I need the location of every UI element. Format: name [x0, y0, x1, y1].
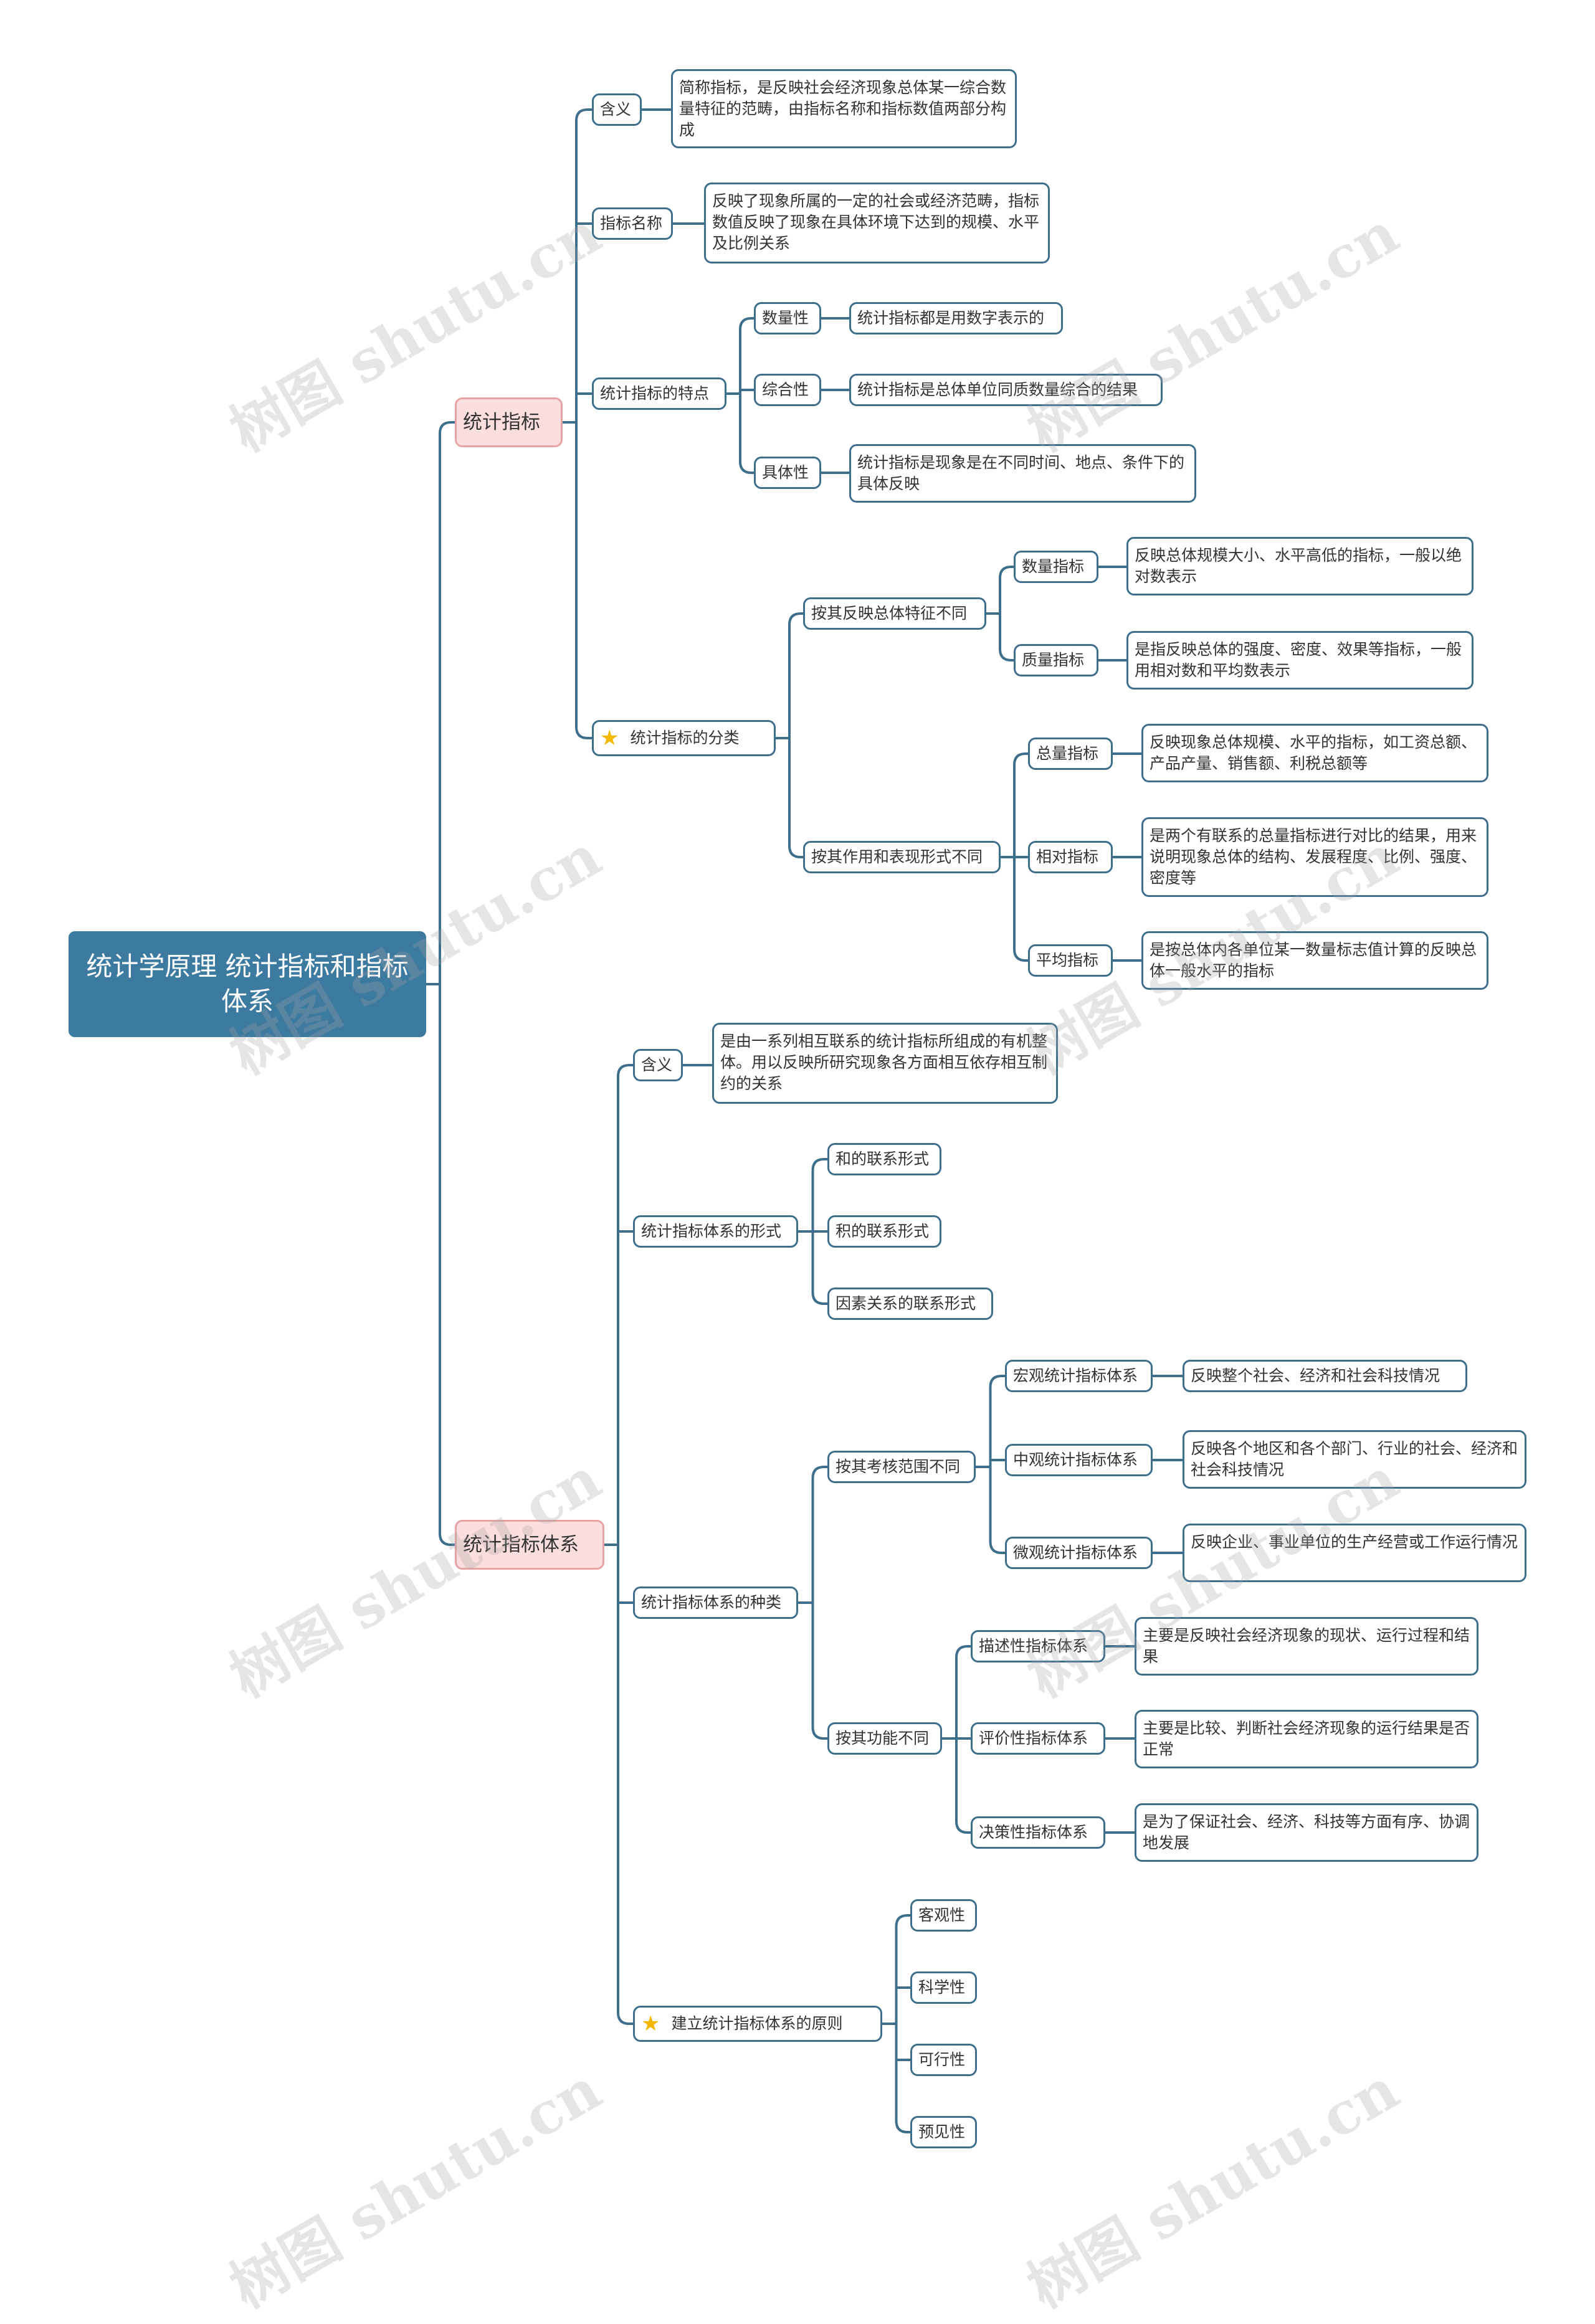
connector-line	[788, 612, 804, 626]
class-total-indicator[interactable]: 总量指标	[1028, 738, 1113, 770]
desc-total-indicator[interactable]: 反映现象总体规模、水平的指标，如工资总额、产品产量、销售额、利税总额等	[1141, 724, 1488, 782]
star-icon: ★	[641, 2011, 660, 2036]
type-by-function[interactable]: 按其功能不同	[827, 1722, 942, 1755]
desc-relative-indicator[interactable]: 是两个有联系的总量指标进行对比的结果，用来说明现象总体的结构、发展程度、比例、强…	[1141, 817, 1488, 897]
connector-line	[811, 1466, 829, 1479]
connector-line	[739, 460, 755, 474]
form-sum[interactable]: 和的联系形式	[827, 1143, 941, 1175]
connector-line	[955, 1645, 972, 1659]
type-macro[interactable]: 宏观统计指标体系	[1005, 1360, 1153, 1392]
connector-line	[895, 1914, 912, 1928]
class-relative-indicator[interactable]: 相对指标	[1028, 841, 1113, 873]
connector-lines	[425, 108, 1184, 2133]
topic-features[interactable]: 统计指标的特点	[592, 377, 726, 410]
connector-line	[999, 648, 1015, 662]
desc-concrete[interactable]: 统计指标是现象是在不同时间、地点、条件下的具体反映	[849, 444, 1196, 503]
connector-line	[811, 1158, 829, 1172]
connector-line	[1013, 948, 1029, 962]
desc-quantity-indicator[interactable]: 反映总体规模大小、水平高低的指标，一般以绝对数表示	[1126, 537, 1474, 595]
desc-decision[interactable]: 是为了保证社会、经济、科技等方面有序、协调地发展	[1135, 1803, 1478, 1862]
principle-scientificity[interactable]: 科学性	[910, 1971, 977, 2004]
class-by-feature[interactable]: 按其反映总体特征不同	[803, 597, 986, 630]
connector-line	[811, 1291, 829, 1305]
root-topic[interactable]: 统计学原理 统计指标和指标体系	[69, 931, 426, 1037]
classification-label: 统计指标的分类	[630, 729, 740, 747]
principle-predictability[interactable]: 预见性	[910, 2116, 977, 2148]
class-by-function[interactable]: 按其作用和表现形式不同	[803, 841, 1001, 873]
desc-micro[interactable]: 反映企业、事业单位的生产经营或工作运行情况	[1183, 1524, 1526, 1582]
connector-line	[811, 1726, 829, 1740]
connector-line	[895, 2120, 912, 2133]
class-average-indicator[interactable]: 平均指标	[1028, 944, 1113, 977]
topic-indicator-system[interactable]: 统计指标体系	[455, 1520, 604, 1570]
topic-indicator-name[interactable]: 指标名称	[592, 207, 673, 240]
type-descriptive[interactable]: 描述性指标体系	[971, 1630, 1105, 1662]
connector-line	[739, 317, 755, 331]
desc-average-indicator[interactable]: 是按总体内各单位某一数量标志值计算的反映总体一般水平的指标	[1141, 931, 1488, 990]
type-meso[interactable]: 中观统计指标体系	[1005, 1444, 1153, 1476]
topic-system-forms[interactable]: 统计指标体系的形式	[633, 1215, 798, 1248]
desc-meaning-1[interactable]: 简称指标，是反映社会经济现象总体某一综合数量特征的范畴，由指标名称和指标数值两部…	[671, 69, 1017, 148]
desc-indicator-name[interactable]: 反映了现象所属的一定的社会或经济范畴，指标数值反映了现象在具体环境下达到的规模、…	[704, 183, 1050, 263]
connector-line	[999, 566, 1015, 579]
connector-line	[617, 2011, 634, 2025]
connector-line	[955, 1820, 972, 1834]
class-quality-indicator[interactable]: 质量指标	[1014, 644, 1098, 676]
topic-meaning-2[interactable]: 含义	[633, 1049, 683, 1081]
type-by-scope[interactable]: 按其考核范围不同	[827, 1451, 976, 1483]
class-quantity-indicator[interactable]: 数量指标	[1014, 551, 1098, 583]
connector-line	[1013, 752, 1029, 766]
connector-line	[439, 1532, 456, 1546]
topic-statistical-indicator[interactable]: 统计指标	[455, 397, 563, 447]
principle-feasibility[interactable]: 可行性	[910, 2044, 977, 2076]
connector-line	[788, 845, 804, 858]
desc-quantitative[interactable]: 统计指标都是用数字表示的	[849, 302, 1063, 334]
feature-concrete[interactable]: 具体性	[754, 457, 821, 489]
type-micro[interactable]: 微观统计指标体系	[1005, 1537, 1153, 1569]
connector-line	[575, 108, 593, 122]
connector-line	[575, 726, 593, 739]
star-icon: ★	[600, 726, 619, 751]
desc-quality-indicator[interactable]: 是指反映总体的强度、密度、效果等指标，一般用相对数和平均数表示	[1126, 631, 1474, 690]
topic-meaning-1[interactable]: 含义	[592, 93, 642, 126]
desc-comprehensive[interactable]: 统计指标是总体单位同质数量综合的结果	[849, 374, 1163, 406]
desc-evaluative[interactable]: 主要是比较、判断社会经济现象的运行结果是否正常	[1135, 1710, 1478, 1768]
desc-macro[interactable]: 反映整个社会、经济和社会科技情况	[1183, 1360, 1467, 1392]
connector-line	[989, 1375, 1006, 1388]
connector-line	[989, 1540, 1006, 1554]
principles-label: 建立统计指标体系的原则	[671, 2014, 843, 2032]
desc-meso[interactable]: 反映各个地区和各个部门、行业的社会、经济和社会科技情况	[1183, 1430, 1526, 1489]
topic-principles[interactable]: ★ 建立统计指标体系的原则	[633, 2006, 882, 2042]
feature-comprehensive[interactable]: 综合性	[754, 374, 821, 406]
principle-objectivity[interactable]: 客观性	[910, 1899, 977, 1932]
type-evaluative[interactable]: 评价性指标体系	[971, 1722, 1105, 1755]
form-product[interactable]: 积的联系形式	[827, 1215, 941, 1248]
desc-descriptive[interactable]: 主要是反映社会经济现象的现状、运行过程和结果	[1135, 1617, 1478, 1676]
mind-map-canvas: 统计学原理 统计指标和指标体系 统计指标 含义 简称指标，是反映社会经济现象总体…	[69, 69, 1526, 2321]
form-factor[interactable]: 因素关系的联系形式	[827, 1288, 993, 1320]
connector-line	[617, 1064, 634, 1078]
connector-line	[439, 421, 456, 435]
topic-classification[interactable]: ★ 统计指标的分类	[592, 720, 776, 756]
desc-meaning-2[interactable]: 是由一系列相互联系的统计指标所组成的有机整体。用以反映所研究现象各方面相互依存相…	[712, 1023, 1058, 1104]
type-decision[interactable]: 决策性指标体系	[971, 1816, 1105, 1849]
feature-quantitative[interactable]: 数量性	[754, 302, 821, 334]
topic-system-types[interactable]: 统计指标体系的种类	[633, 1586, 798, 1619]
